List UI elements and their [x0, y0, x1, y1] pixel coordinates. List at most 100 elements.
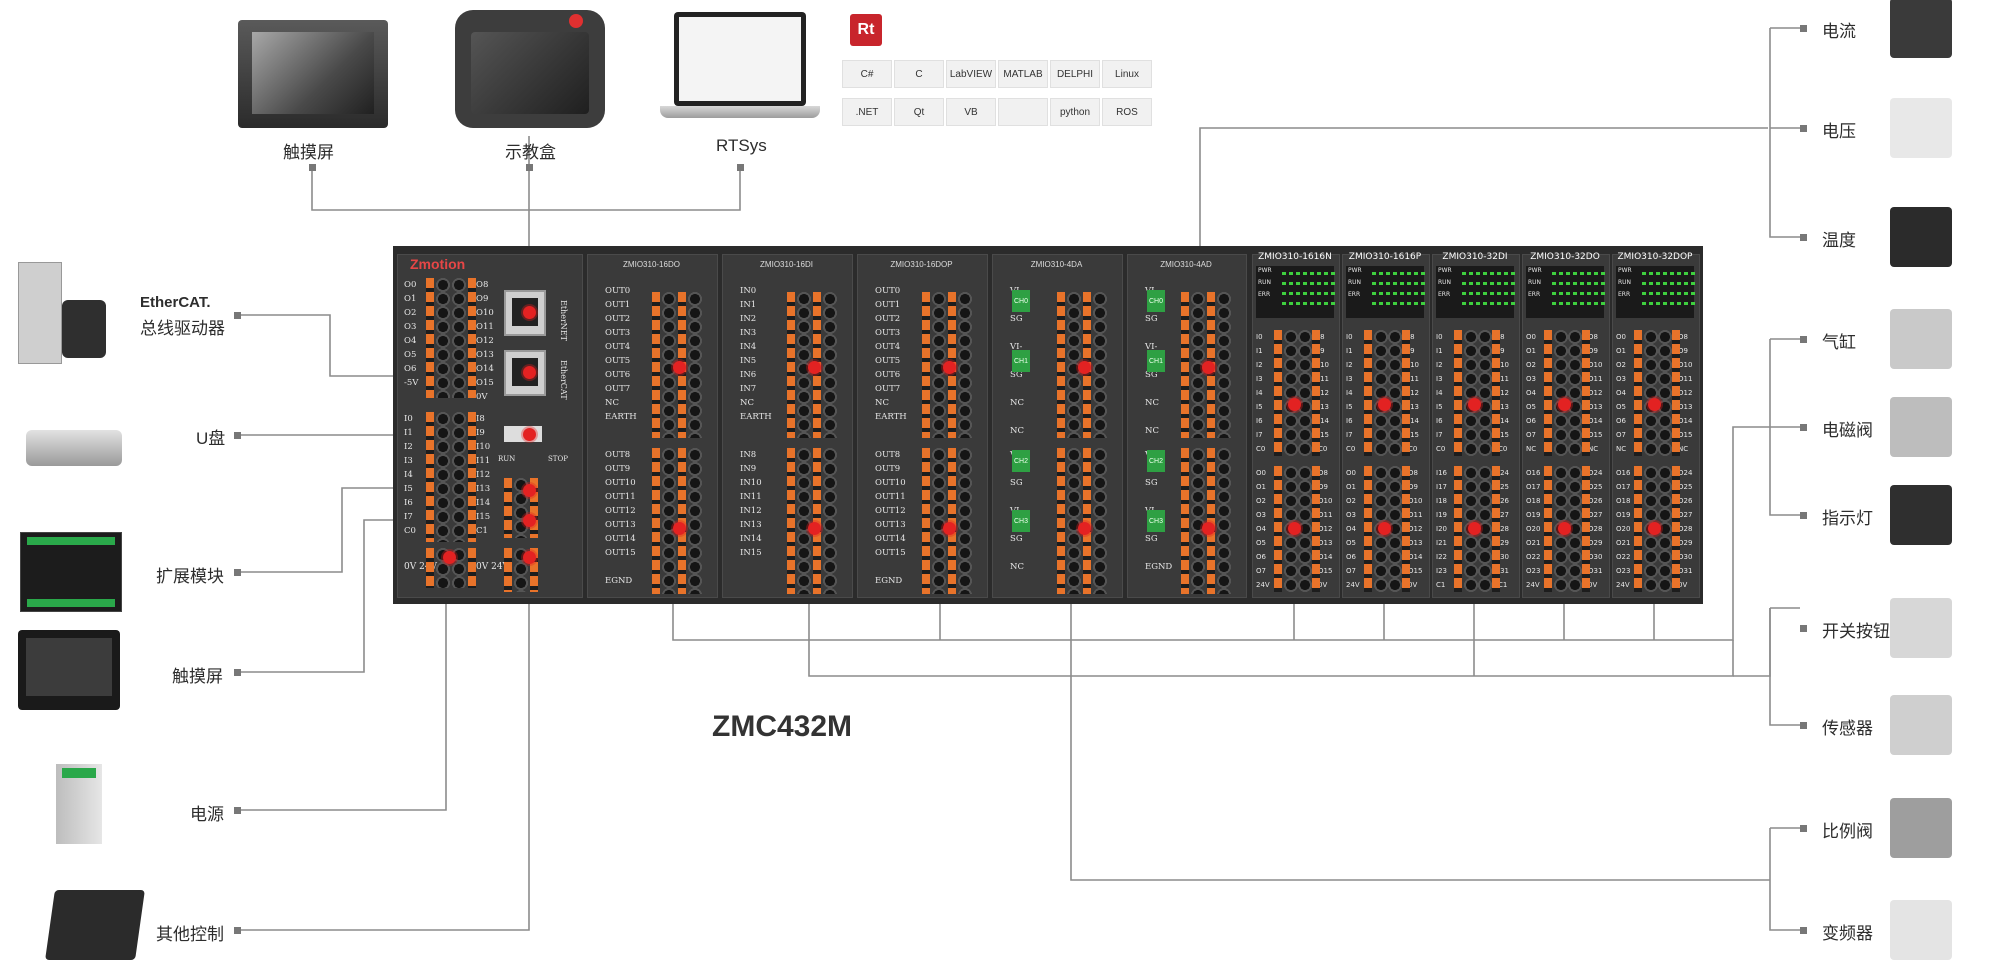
signal-label: O29: [1588, 539, 1603, 547]
signal-label: OUT11: [875, 492, 906, 502]
signal-point: [443, 551, 456, 564]
terminal-holes: [932, 448, 946, 594]
touchscreen-device-left: [18, 630, 120, 710]
signal-label: O20: [1616, 525, 1631, 533]
signal-label: O27: [1678, 511, 1693, 519]
signal-label: I10: [476, 442, 491, 452]
signal-label: O14: [1588, 417, 1603, 425]
status-led: [1282, 292, 1286, 295]
signal-label: O13: [1408, 539, 1423, 547]
status-led: [1289, 272, 1293, 275]
status-led: [1407, 302, 1411, 305]
signal-label: O12: [476, 336, 494, 346]
status-led: [1594, 292, 1598, 295]
status-led: [1670, 302, 1674, 305]
terminal-holes: [1644, 330, 1658, 456]
status-led: [1400, 302, 1404, 305]
terminal-strip: [1057, 448, 1065, 594]
signal-label: I6: [1256, 417, 1263, 425]
signal-label: O14: [476, 364, 494, 374]
signal-label: OUT15: [605, 548, 636, 558]
terminal-holes: [662, 292, 676, 438]
io-module-title: ZMIO310-32DOP: [1617, 252, 1693, 262]
signal-label: O25: [1678, 483, 1693, 491]
signal-label: I10: [1318, 361, 1329, 369]
status-led: [1587, 302, 1591, 305]
connector-power: [234, 807, 241, 814]
signal-label: OUT9: [605, 464, 631, 474]
signal-label: I9: [476, 428, 485, 438]
terminal-holes: [1093, 448, 1107, 594]
rt-logo: Rt: [850, 14, 882, 46]
signal-label: OUT12: [605, 506, 636, 516]
signal-label: OUT0: [875, 286, 901, 296]
signal-label: I4: [404, 470, 413, 480]
signal-label: O10: [1588, 361, 1603, 369]
signal-point: [1648, 522, 1661, 535]
status-led: [1324, 272, 1328, 275]
status-led: [1469, 302, 1473, 305]
signal-label: IN14: [740, 534, 762, 544]
status-led: [1462, 302, 1466, 305]
signal-label: I7: [404, 512, 413, 522]
signal-label: C0: [1256, 445, 1266, 453]
status-led: [1476, 282, 1480, 285]
status-led: [1677, 302, 1681, 305]
signal-label: OUT4: [875, 342, 901, 352]
terminal-holes: [1568, 330, 1582, 456]
temperature-device-image: [1890, 207, 1952, 267]
signal-label: O15: [1318, 567, 1333, 575]
signal-label: I9: [1408, 347, 1415, 355]
status-led: [1462, 272, 1466, 275]
signal-label: I1: [404, 428, 413, 438]
signal-label: IN7: [740, 384, 757, 394]
status-led: [1656, 302, 1660, 305]
signal-label: IN15: [740, 548, 762, 558]
signal-label: C1: [1436, 581, 1446, 589]
label-indicator: 指示灯: [1822, 509, 1873, 528]
status-led: [1559, 272, 1563, 275]
status-led: [1490, 282, 1494, 285]
signal-label: I8: [1318, 333, 1325, 341]
signal-label: I25: [1498, 483, 1509, 491]
signal-label: O0: [404, 280, 417, 290]
signal-label: I12: [1408, 389, 1419, 397]
status-led: [1559, 302, 1563, 305]
signal-label: I2: [1256, 361, 1263, 369]
signal-label: I14: [476, 498, 491, 508]
status-led: [1656, 292, 1660, 295]
status-led: [1379, 302, 1383, 305]
status-led: [1476, 302, 1480, 305]
label-voltage: 电压: [1822, 122, 1856, 141]
signal-label: O0: [1256, 469, 1266, 477]
signal-label: O7: [1526, 431, 1536, 439]
signal-label: I17: [1436, 483, 1447, 491]
connector-usb: [234, 432, 241, 439]
signal-label: I8: [476, 414, 485, 424]
signal-label: I7: [1346, 431, 1353, 439]
status-led: [1303, 282, 1307, 285]
connector-temperature: [1800, 234, 1807, 241]
status-led: [1483, 302, 1487, 305]
terminal-strip: [1057, 292, 1065, 438]
terminal-strip: [813, 448, 821, 594]
signal-label: C0: [1346, 445, 1356, 453]
io-module-title: ZMIO310-32DO: [1530, 252, 1600, 262]
touchscreen-device-top: [238, 20, 388, 128]
status-led: [1393, 272, 1397, 275]
signal-point: [1202, 522, 1215, 535]
signal-label: NC: [1616, 445, 1627, 453]
signal-label: I2: [1346, 361, 1353, 369]
signal-label: O3: [1616, 375, 1626, 383]
signal-label: 24V: [1346, 581, 1360, 589]
signal-label: OUT9: [875, 464, 901, 474]
signal-label: I27: [1498, 511, 1509, 519]
software-logo: .NET: [842, 98, 892, 126]
signal-label: C0: [1408, 445, 1418, 453]
ethercat-label: EtherCAT: [559, 360, 568, 400]
signal-label: O8: [1408, 469, 1418, 477]
signal-label: O24: [1588, 469, 1603, 477]
signal-label: OUT15: [875, 548, 906, 558]
sensor-device-image: [1890, 695, 1952, 755]
signal-label: O21: [1616, 539, 1631, 547]
